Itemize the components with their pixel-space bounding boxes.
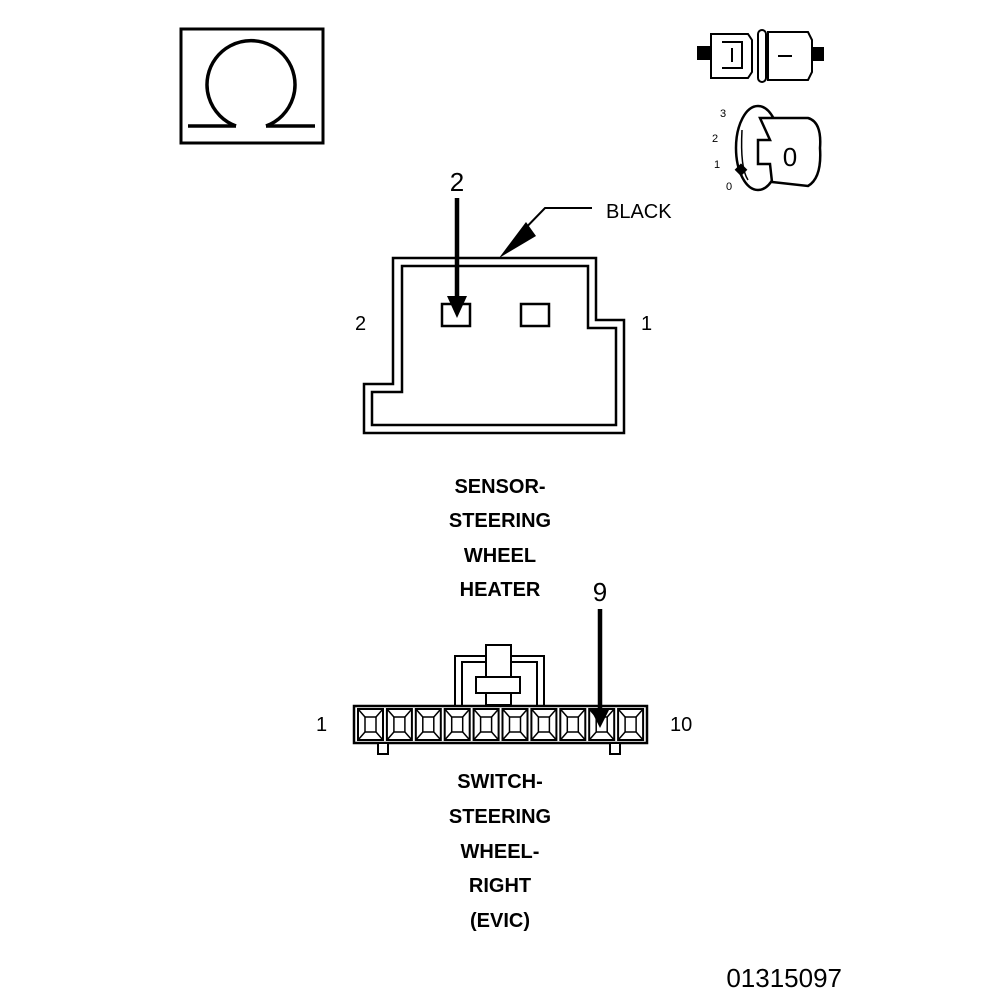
sensor-pin-label-right: 1 <box>641 313 652 335</box>
switch-probe-arrow <box>590 609 610 728</box>
switch-connector-latch <box>454 644 545 707</box>
ignition-position-3: 3 <box>720 108 726 120</box>
switch-pin-label-left: 1 <box>316 714 327 736</box>
connector-disconnect-icon <box>697 29 824 83</box>
switch-cavity-2 <box>385 708 413 741</box>
switch-cavity-4 <box>443 708 471 741</box>
switch-probe-cavity-label: 9 <box>593 577 607 607</box>
switch-cavity-6 <box>501 708 529 741</box>
omega-resistance-icon <box>179 27 325 145</box>
sensor-name-line-1: SENSOR- <box>454 476 545 498</box>
sensor-probe-cavity-label: 2 <box>450 167 464 197</box>
figure-id: 01315097 <box>726 963 842 993</box>
ignition-position-0: 0 <box>726 181 732 193</box>
switch-cavity-10 <box>617 708 645 741</box>
wire-color-leader <box>499 207 592 258</box>
ignition-position-2: 2 <box>712 133 718 145</box>
switch-name-line-4: RIGHT <box>469 875 531 897</box>
sensor-probe-arrow <box>447 198 467 318</box>
sensor-name-line-4: HEATER <box>460 579 541 601</box>
sensor-cavity-1 <box>519 302 551 328</box>
ignition-key-icon <box>734 104 822 192</box>
switch-cavity-1 <box>357 708 384 741</box>
sensor-pin-label-left: 2 <box>355 313 366 335</box>
switch-pin-label-right: 10 <box>670 714 692 736</box>
switch-cavity-7 <box>530 708 558 741</box>
wire-color-label: BLACK <box>606 201 672 223</box>
switch-cavity-8 <box>559 708 587 741</box>
switch-name-line-5: (EVIC) <box>470 910 530 932</box>
switch-cavity-row <box>357 708 645 741</box>
ignition-key-label: 0 <box>783 142 797 172</box>
switch-cavity-3 <box>414 708 442 741</box>
switch-cavity-5 <box>472 708 500 741</box>
sensor-connector-body <box>362 256 626 435</box>
sensor-name-line-2: STEERING <box>449 510 551 532</box>
switch-name-line-1: SWITCH- <box>457 771 543 793</box>
ignition-position-1: 1 <box>714 159 720 171</box>
sensor-name-line-3: WHEEL <box>464 545 536 567</box>
switch-name-line-2: STEERING <box>449 806 551 828</box>
switch-name-line-3: WHEEL- <box>461 841 540 863</box>
